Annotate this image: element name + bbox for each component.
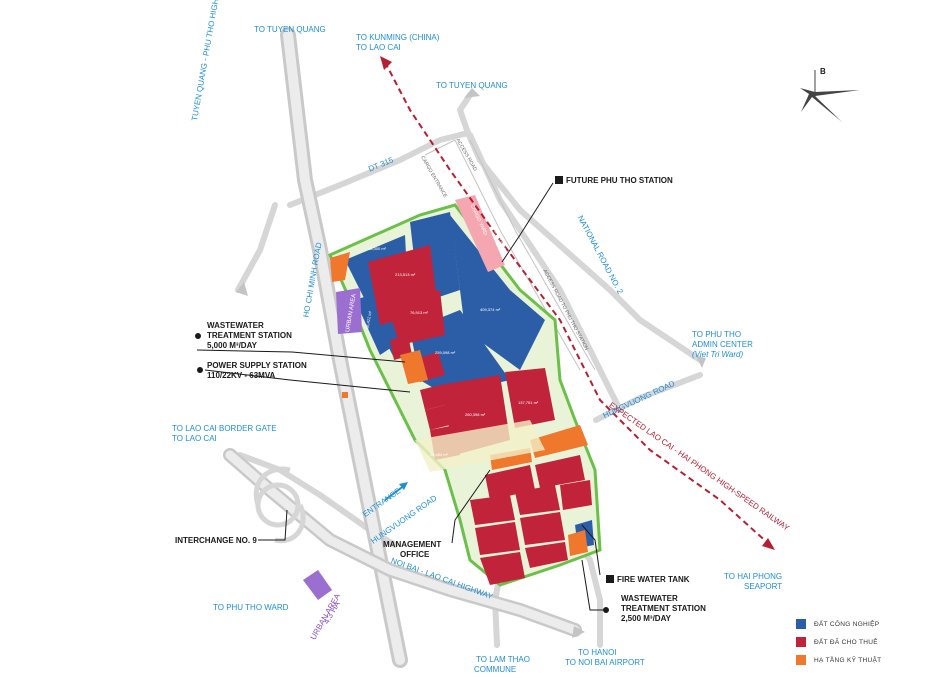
road-arrows	[236, 88, 706, 638]
label-future-station: FUTURE PHU THO STATION	[566, 176, 673, 185]
fire-water-tank-icon	[606, 575, 614, 583]
label-to-phu-tho-ward: TO PHU THO WARD	[213, 603, 289, 612]
legend-swatch	[796, 619, 806, 629]
label-wastewater-1-cap: 5,000 M³/DAY	[207, 341, 257, 350]
label-management: MANAGEMENT	[383, 540, 442, 549]
label-commune: COMMUNE	[474, 665, 517, 674]
label-to-kunming: TO KUNMING (CHINA)	[356, 33, 440, 42]
label-to-lao-cai: TO LAO CAI	[172, 434, 217, 443]
label-viet-tri: (Viet Tri Ward)	[692, 350, 744, 359]
power-supply-icon	[197, 367, 203, 373]
label-to-lao-cai-north: TO LAO CAI	[356, 43, 401, 52]
legend-swatch	[796, 655, 806, 665]
plot-label: 409,374 m²	[480, 307, 501, 312]
plot-label: 213,513 m²	[395, 272, 416, 277]
label-to-hai-phong: TO HAI PHONG	[724, 572, 783, 581]
label-to-hanoi: TO HANOI	[578, 648, 617, 657]
label-wastewater-2: WASTEWATER	[621, 594, 678, 603]
label-office: OFFICE	[400, 550, 430, 559]
label-wastewater-2-l2: TREATMENT STATION	[621, 604, 706, 613]
label-to-noi-bai: TO NOI BAI AIRPORT	[565, 658, 645, 667]
label-interchange: INTERCHANGE NO. 9	[175, 536, 257, 545]
industrial-park	[328, 203, 602, 587]
label-wastewater-1-l2: TREATMENT STATION	[207, 331, 292, 340]
legend-label: ĐẤT CÔNG NGHIỆP	[814, 620, 880, 628]
plot-label: 259,098 m²	[435, 350, 456, 355]
highways	[223, 27, 582, 668]
plot-label: 26,484 m²	[430, 452, 449, 457]
label-fire-water-tank: FIRE WATER TANK	[617, 575, 690, 584]
railway-line	[384, 61, 771, 546]
label-wastewater-1: WASTEWATER	[207, 321, 264, 330]
label-to-lao-cai-border: TO LAO CAI BORDER GATE	[172, 424, 277, 433]
label-power-cap: 110/22KV - 63MVA	[207, 371, 276, 380]
label-admin-center: ADMIN CENTER	[692, 340, 753, 349]
urban-area	[336, 288, 362, 334]
legend-swatch	[796, 637, 806, 647]
station-icon	[555, 176, 563, 184]
station-area	[455, 195, 505, 272]
label-power-supply: POWER SUPPLY STATION	[207, 361, 307, 370]
legend-item: HẠ TẦNG KỸ THUẬT	[796, 651, 881, 669]
label-to-tuyen-quang-2: TO TUYEN QUANG	[436, 81, 508, 90]
leader-lines	[196, 182, 607, 611]
interchange-loops	[253, 466, 306, 544]
label-to-lam-thao: TO LAM THAO	[476, 655, 530, 664]
railway-arrow-north	[380, 56, 392, 70]
entrance-arrow	[384, 484, 406, 501]
railway-arrow-south	[762, 538, 775, 550]
wastewater-icon	[195, 333, 201, 339]
legend: ĐẤT CÔNG NGHIỆP ĐẤT ĐÃ CHO THUÊ HẠ TẦNG …	[796, 615, 881, 669]
label-to-phu-tho: TO PHU THO	[692, 330, 742, 339]
entrance-arrowhead	[399, 482, 408, 490]
plot-label: 15,300 m²	[368, 246, 387, 251]
urban-area-2	[303, 570, 332, 600]
legend-label: ĐẤT ĐÃ CHO THUÊ	[814, 638, 878, 646]
legend-label: HẠ TẦNG KỸ THUẬT	[814, 656, 882, 664]
plot-label: 76,913 m²	[410, 310, 429, 315]
wastewater-icon-2	[603, 607, 609, 613]
label-seaport: SEAPORT	[744, 582, 783, 591]
plot-label: 260,398 m²	[465, 412, 486, 417]
legend-item: ĐẤT CÔNG NGHIỆP	[796, 615, 881, 633]
compass-icon	[800, 70, 860, 122]
plot-label: 137,751 m²	[518, 400, 539, 405]
label-wastewater-2-cap: 2,500 M³/DAY	[621, 614, 671, 623]
label-to-tuyen-quang: TO TUYEN QUANG	[254, 25, 326, 34]
compass-label: B	[820, 67, 826, 76]
legend-item: ĐẤT ĐÃ CHO THUÊ	[796, 633, 881, 651]
